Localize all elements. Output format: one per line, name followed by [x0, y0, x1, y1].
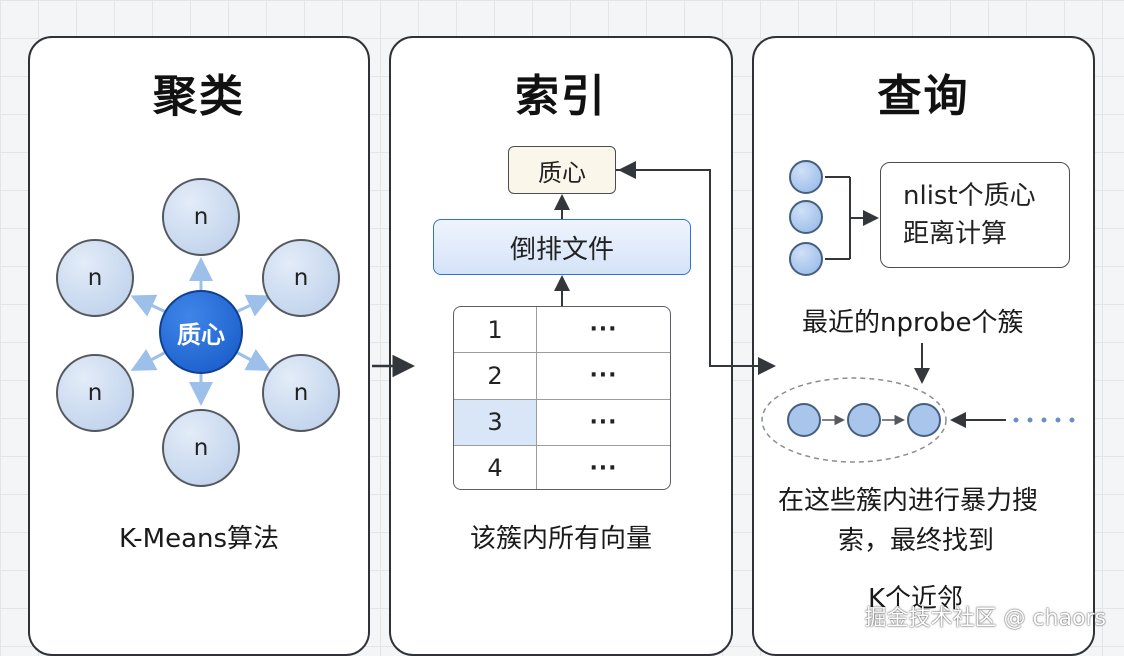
- table-row: 4 ···: [454, 445, 670, 489]
- row-id: 1: [454, 307, 537, 353]
- probe-ellipse: [761, 377, 947, 463]
- distance-line-1: nlist个质心: [903, 181, 1036, 211]
- cluster-node-upper-left: n: [56, 239, 134, 317]
- centroid-dot: [789, 200, 823, 234]
- clustering-caption: K-Means算法: [118, 524, 280, 554]
- cluster-node-upper-right: n: [262, 239, 340, 317]
- index-caption: 该簇内所有向量: [469, 524, 652, 554]
- vector-table: 1 ··· 2 ··· 3 ··· 4 ···: [453, 306, 671, 490]
- table-row-highlighted: 3 ···: [454, 399, 670, 446]
- cluster-node-lower-left: n: [56, 354, 134, 432]
- probe-cluster-dot: [907, 403, 941, 437]
- distance-box: nlist个质心 距离计算: [880, 162, 1070, 268]
- inverted-file-box: 倒排文件: [433, 219, 691, 275]
- cluster-node-lower-right: n: [262, 354, 340, 432]
- index-panel: 索引 质心 倒排文件 1 ··· 2 ··· 3 ··· 4 ···: [389, 36, 733, 656]
- cluster-node-top: n: [162, 178, 240, 256]
- centroid-dot: [789, 242, 823, 276]
- row-value: ···: [589, 363, 618, 389]
- watermark: 掘金技术社区 @ chaors: [864, 606, 1106, 631]
- centroid-dot: [789, 160, 823, 194]
- clustering-panel: 聚类 n n n n n n 质心 K-Means算法: [28, 36, 370, 656]
- search-text-line-1: 在这些簇内进行暴力搜: [778, 486, 1039, 516]
- query-panel: 查询 nlist个质心 距离计算 最近的nprobe个簇: [752, 36, 1095, 656]
- arrow-to-lower-left: [130, 348, 167, 371]
- arrow-to-lower-right: [235, 348, 272, 371]
- index-title: 索引: [515, 71, 607, 122]
- clustering-title: 聚类: [153, 71, 245, 122]
- search-text-line-2: 索，最终找到: [838, 526, 995, 556]
- arrow-to-upper-left: [130, 294, 167, 317]
- bracket: [825, 176, 851, 260]
- row-value: ···: [589, 409, 618, 435]
- row-id: 3: [454, 399, 537, 445]
- cluster-node-bottom: n: [162, 409, 240, 487]
- probe-cluster-dot: [787, 403, 821, 437]
- row-value: ···: [589, 317, 618, 343]
- nearest-clusters-label: 最近的nprobe个簇: [802, 308, 1024, 338]
- probe-cluster-dot: [847, 403, 881, 437]
- row-id: 4: [454, 445, 537, 489]
- arrow-to-upper-right: [235, 294, 272, 317]
- query-title: 查询: [877, 71, 970, 122]
- incoming-dots: [1013, 417, 1075, 423]
- row-value: ···: [589, 455, 618, 481]
- row-id: 2: [454, 353, 537, 399]
- table-row: 2 ···: [454, 353, 670, 400]
- table-row: 1 ···: [454, 307, 670, 354]
- distance-line-2: 距离计算: [903, 219, 1008, 249]
- centroid-box: 质心: [508, 146, 616, 194]
- k-neighbors-label: K个近邻: [868, 584, 964, 614]
- cluster-centroid: 质心: [159, 290, 243, 374]
